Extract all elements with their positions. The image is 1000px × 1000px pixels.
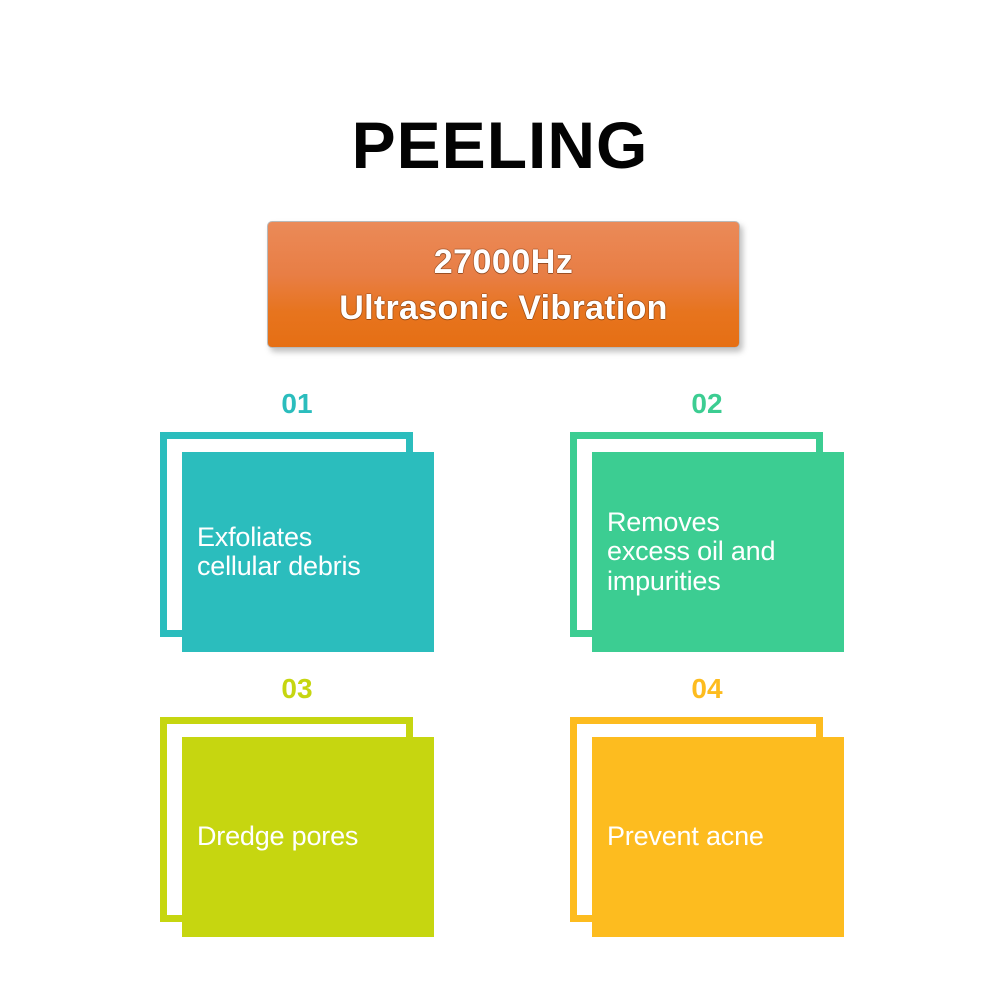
card-text-line: impurities <box>607 565 721 596</box>
card-fill-03: Dredge pores <box>182 737 434 937</box>
card-number-03: 03 <box>281 673 313 704</box>
card-fill-02: Removes excess oil and impurities <box>592 452 844 652</box>
feature-banner: 27000Hz Ultrasonic Vibration <box>267 221 740 348</box>
card-text-line: Prevent acne <box>607 821 764 852</box>
card-number-04: 04 <box>691 673 723 704</box>
card-text-line: cellular debris <box>197 551 361 581</box>
card-text-02: Removes excess oil and impurities <box>607 507 830 596</box>
benefit-card-01: 01 Exfoliates cellular debris <box>160 390 445 657</box>
card-text-03: Dredge pores <box>197 822 420 851</box>
benefit-card-04: 04 Prevent acne <box>570 675 855 942</box>
card-text-01: Exfoliates cellular debris <box>197 521 420 581</box>
benefit-card-03: 03 Dredge pores <box>160 675 445 942</box>
banner-frequency-label: 27000Hz <box>433 242 574 281</box>
card-text-line: Removes <box>607 507 720 538</box>
card-fill-01: Exfoliates cellular debris <box>182 452 434 652</box>
card-number-02: 02 <box>691 388 723 419</box>
card-text-line: Exfoliates <box>197 521 313 552</box>
card-number-01: 01 <box>281 388 313 419</box>
card-text-04: Prevent acne <box>607 822 830 851</box>
benefit-card-02: 02 Removes excess oil and impurities <box>570 390 855 657</box>
banner-technology-label: Ultrasonic Vibration <box>339 288 668 327</box>
card-fill-04: Prevent acne <box>592 737 844 937</box>
card-text-line: excess oil and <box>607 536 776 567</box>
card-text-line: Dredge pores <box>197 821 359 852</box>
page-title: PEELING <box>351 108 649 183</box>
